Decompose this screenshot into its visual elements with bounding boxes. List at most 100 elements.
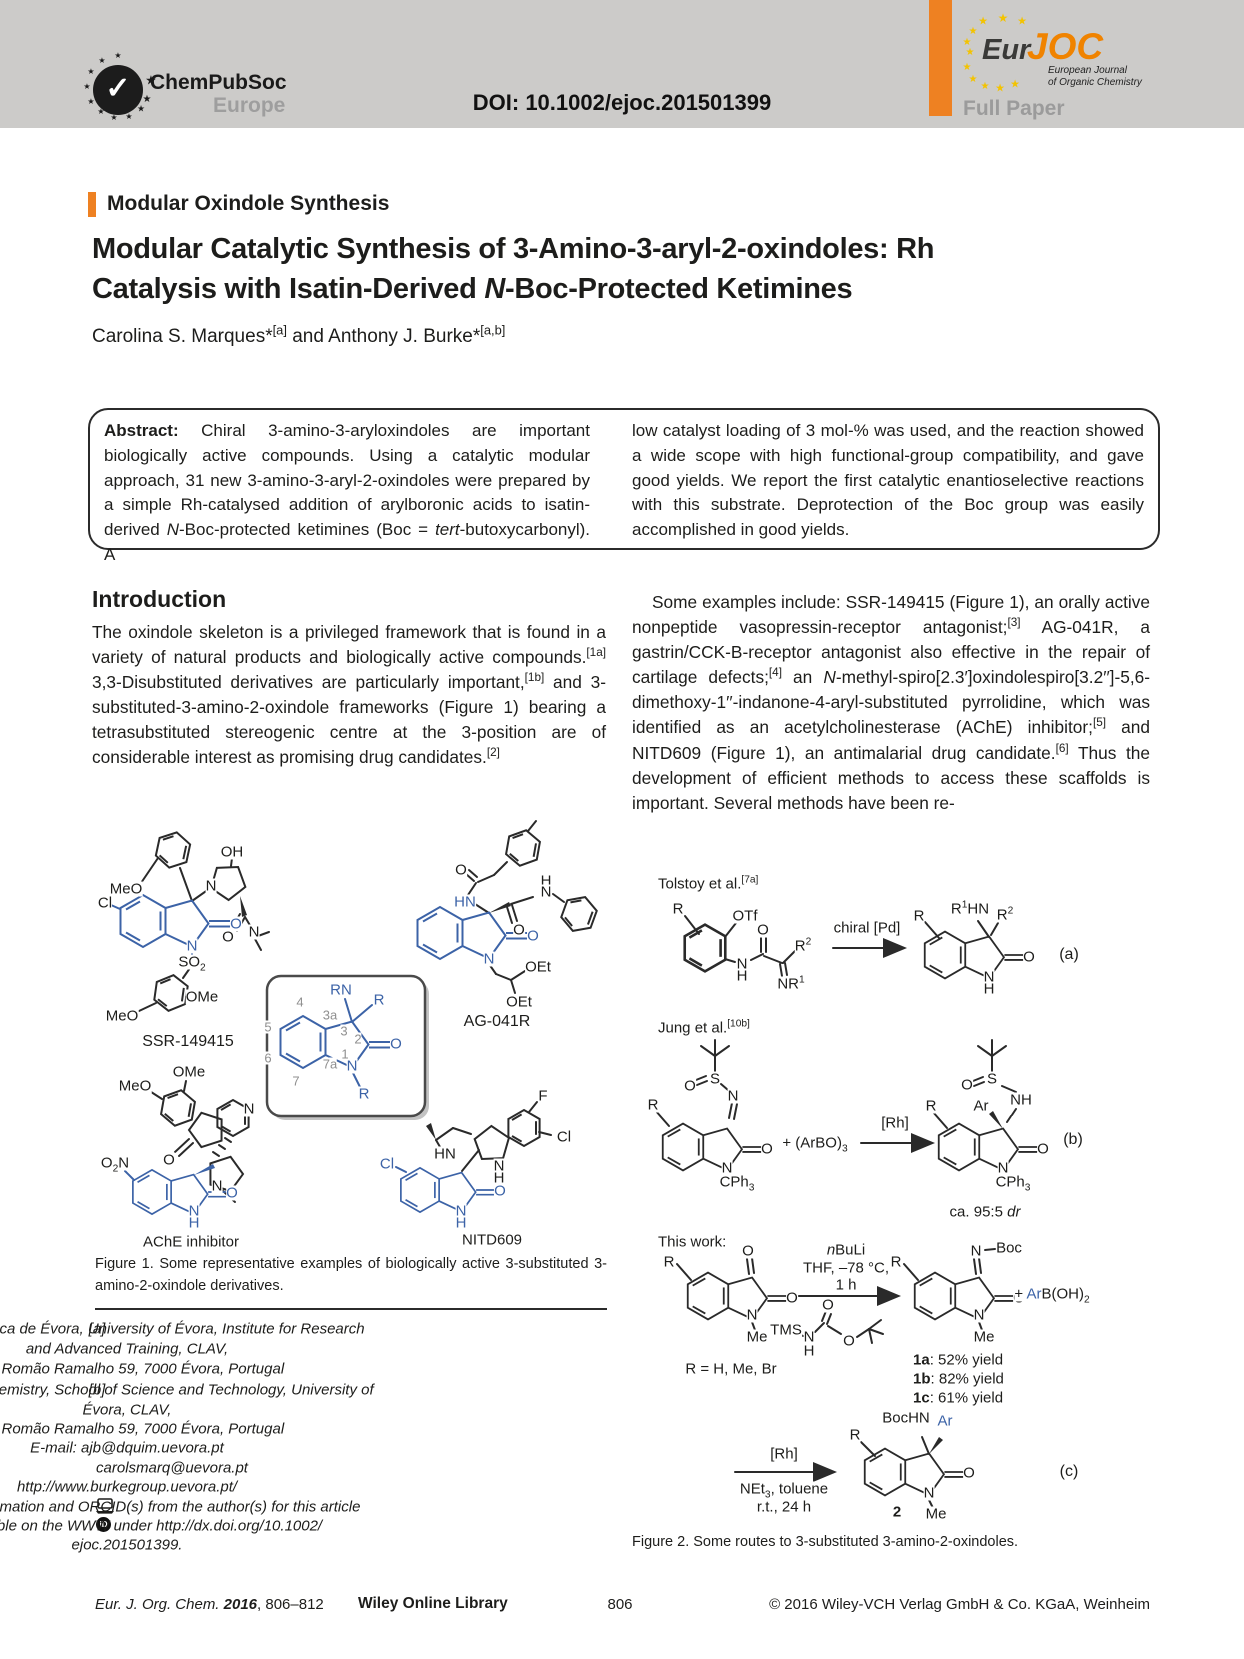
fig-label: O — [230, 915, 242, 933]
fig-label: 7a — [322, 1056, 338, 1072]
fig-label: Cl — [379, 1155, 395, 1173]
fig-label: O — [963, 1464, 975, 1482]
fig-label: O2N — [100, 1154, 130, 1175]
logo-star: ★ — [87, 67, 95, 76]
fig-label: H — [540, 872, 552, 890]
chempubsoc-check: ✓ — [105, 72, 131, 105]
footer-page-number: 806 — [607, 1596, 633, 1613]
fig-label: H — [493, 1169, 505, 1187]
fig-label: This work: — [658, 1233, 727, 1251]
fig-label: N — [923, 1484, 935, 1502]
brand-region: Europe — [213, 94, 286, 117]
footer-citation: Eur. J. Org. Chem. 2016, 806–812 — [95, 1596, 324, 1613]
fig-label: H — [455, 1214, 467, 1232]
fig-label: Rua Romão Ramalho 59, 7000 Évora, Portug… — [0, 1420, 285, 1438]
journal-subtitle-1: European Journal — [1048, 65, 1127, 76]
fig-label: [Rh] — [770, 1445, 798, 1463]
fig-label: R — [849, 1426, 861, 1444]
fig-label: 3 — [340, 1023, 348, 1039]
fig-label: Supporting information and ORCID(s) from… — [0, 1498, 361, 1516]
fig-label: O — [757, 921, 769, 939]
fig-label: nBuLi — [826, 1241, 866, 1259]
fig-label: Me — [925, 1505, 947, 1523]
fig-label: Jung et al.[10b] — [658, 1018, 750, 1037]
fig-label: MeO — [105, 1007, 139, 1025]
fig-label: http://www.burkegroup.uevora.pt/ — [16, 1478, 238, 1496]
fig-label: (a) — [1059, 946, 1079, 963]
eu-star: ★ — [995, 82, 1005, 95]
fig-label: N — [736, 955, 748, 973]
fig-label: [a] — [88, 1320, 106, 1338]
fig-label: 7 — [292, 1073, 300, 1089]
fig-label: N — [746, 1306, 758, 1324]
fig-label: r.t., 24 h — [756, 1498, 812, 1516]
fig-label: 3a — [322, 1007, 338, 1023]
fig-label: 1 h — [835, 1276, 857, 1294]
eu-star: ★ — [962, 37, 972, 48]
fig-label: N — [455, 1202, 467, 1220]
fig-label: H — [803, 1342, 815, 1360]
fig-label: Cl — [556, 1128, 572, 1146]
logo-star: ★ — [87, 97, 95, 106]
fig-label: R — [358, 1085, 370, 1103]
fig-label: O — [513, 921, 525, 939]
doi: DOI: 10.1002/ejoc.201501399 — [472, 90, 772, 115]
fig-label: OMe — [185, 988, 219, 1006]
fig-label: O — [494, 1182, 506, 1200]
fig-label: O — [684, 1077, 696, 1095]
fig-label: 4 — [296, 994, 304, 1010]
eu-star: ★ — [965, 47, 975, 58]
right-column-paragraph: Some examples include: SSR-149415 (Figur… — [632, 592, 1151, 813]
fig-label: Ar — [973, 1097, 989, 1115]
fig-label: AChE inhibitor — [143, 1233, 239, 1251]
kicker: Modular Oxindole Synthesis — [107, 192, 390, 215]
section-heading-introduction: Introduction — [92, 586, 227, 612]
fig-label: RN — [330, 981, 352, 999]
footer-copyright: © 2016 Wiley-VCH Verlag GmbH & Co. KGaA,… — [769, 1596, 1150, 1613]
fig-label: N — [983, 968, 995, 986]
fig-label: carolsmarq@uevora.pt — [96, 1459, 248, 1477]
logo-star: ★ — [136, 103, 146, 114]
fig-label: N — [997, 1159, 1009, 1177]
fig-label: N — [211, 1177, 223, 1195]
fig-label: O — [822, 1296, 834, 1314]
logo-star: ★ — [110, 113, 118, 122]
fig-label: N — [973, 1306, 985, 1324]
fig-label: Me — [746, 1328, 768, 1346]
fig-label: O — [843, 1332, 855, 1350]
fig-label: and Advanced Training, CLAV, — [25, 1340, 229, 1358]
fig-label: OEt — [525, 958, 551, 976]
logo-star: ★ — [97, 107, 105, 116]
fig-label: Department of Chemistry, School of Scien… — [0, 1381, 374, 1399]
fig-label: Cl — [97, 894, 113, 912]
fig-label: R2 — [996, 905, 1014, 924]
fig-label: O — [527, 927, 539, 945]
fig-label: 1c: 61% yield — [913, 1389, 1004, 1407]
eu-star: ★ — [1017, 15, 1027, 28]
fig-label: 1 — [341, 1046, 349, 1062]
fig-label: [b] — [88, 1381, 106, 1399]
intro-paragraph: The oxindole skeleton is a privileged fr… — [92, 622, 606, 768]
orcid-icon: iD — [96, 1517, 111, 1532]
fig-label: 2 — [354, 1031, 362, 1047]
fig-label: AG-041R — [463, 1013, 531, 1030]
figure1-structures — [110, 820, 601, 1255]
eu-star: ★ — [980, 81, 990, 92]
abstract-left-column: Abstract: Chiral 3-amino-3-aryloxindoles… — [104, 421, 591, 564]
eu-star: ★ — [997, 11, 1009, 25]
fig-label: MeO — [109, 880, 143, 898]
fig-label: N — [493, 1157, 505, 1175]
logo-star: ★ — [145, 72, 157, 88]
footnotes: iD [a]Centro de Química de Évora, Univer… — [0, 1318, 609, 1563]
fig-label: 2 — [892, 1503, 902, 1521]
eu-star: ★ — [1010, 78, 1020, 91]
fig-label: O — [222, 928, 234, 946]
footnote-rule — [95, 1308, 607, 1310]
fig-label: N — [721, 1159, 733, 1177]
fig-label: N — [540, 883, 552, 901]
fig-label: OH — [220, 843, 244, 861]
fig-label: O — [226, 1184, 238, 1202]
fig-label: S — [709, 1070, 721, 1088]
fig-label: R — [890, 1253, 902, 1271]
